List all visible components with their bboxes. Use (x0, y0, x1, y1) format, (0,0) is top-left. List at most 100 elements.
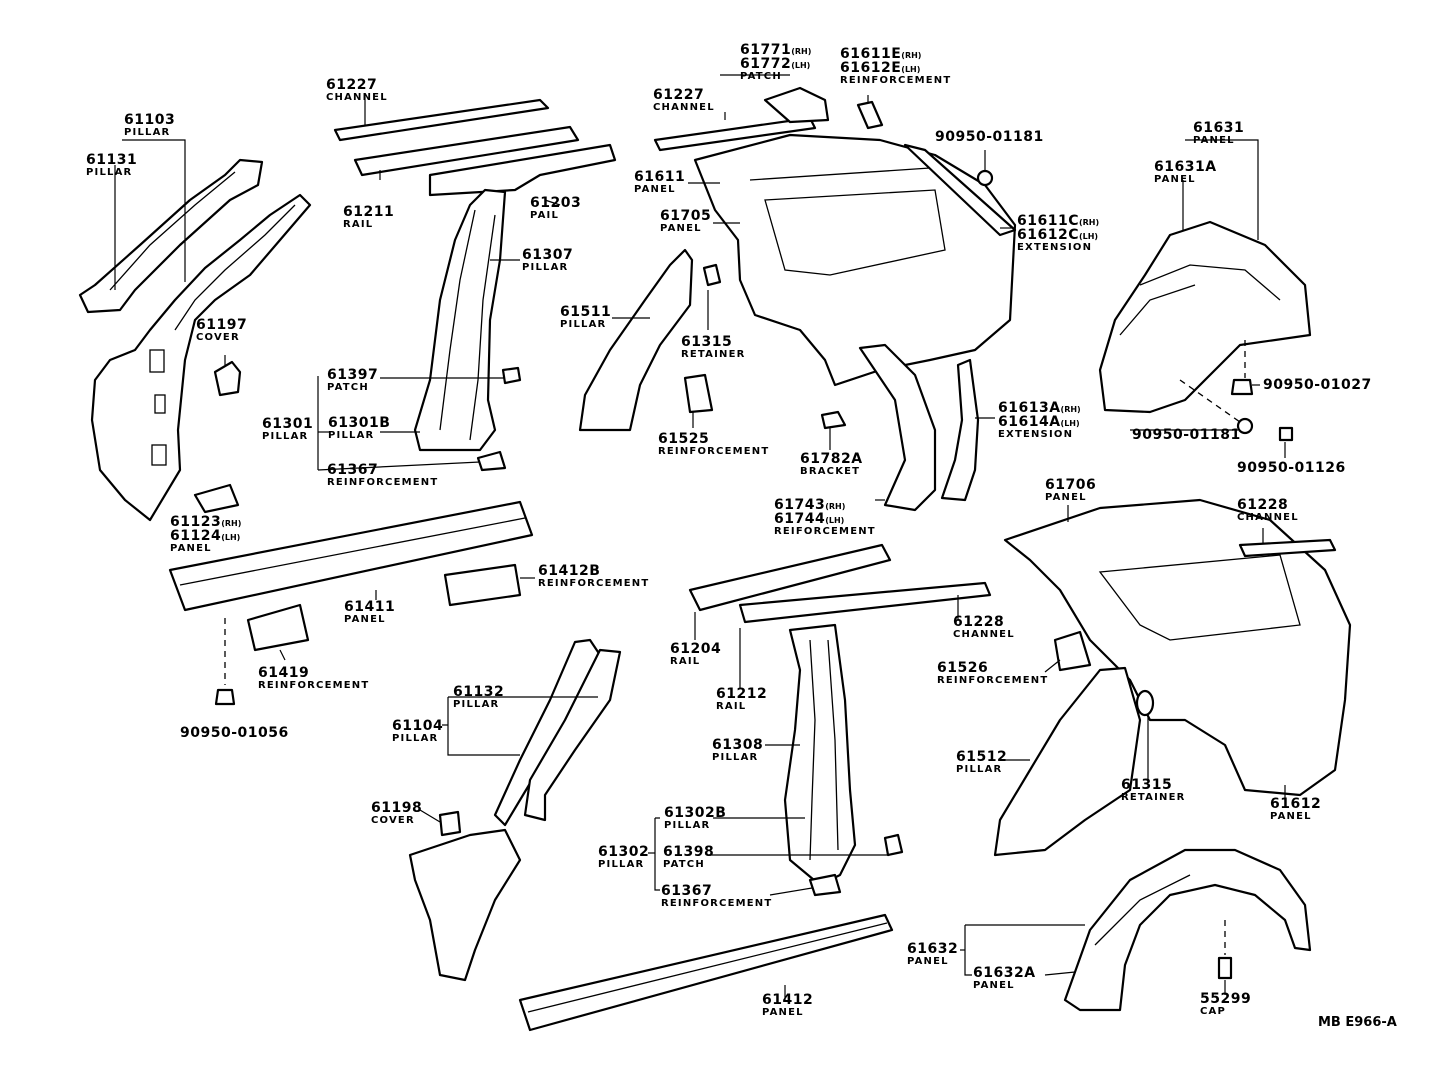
rocker-panel-61412-drawing (518, 913, 894, 1032)
reinforcement-61526-drawing (1053, 630, 1092, 672)
label-61123: 61123(RH)61124(LH)PANEL (170, 514, 242, 554)
figure-reference: MB E966-A (1318, 1015, 1397, 1030)
leader-lines (114, 74, 1286, 1000)
rocker-panel-61411-drawing (168, 500, 534, 612)
patch-61397-drawing (501, 366, 522, 385)
pillar-61301-drawing (413, 188, 507, 452)
pillar-61104-lower-drawing (408, 828, 522, 982)
pillar-61512-drawing (993, 666, 1142, 857)
nut-90950-01027-drawing (1230, 378, 1254, 396)
cover-61197-drawing (213, 360, 242, 397)
outer-quarter-panel-61612-drawing (1003, 498, 1352, 797)
label-61771: 61771(RH)61772(LH)PATCH (740, 42, 812, 82)
wheel-housing-61631-drawing (1098, 220, 1312, 414)
label-90950-01181-b: 90950-01181 (1132, 427, 1241, 443)
reinforcement-61525-drawing (683, 373, 714, 414)
reinforcement-61419-drawing (246, 603, 310, 652)
label-90950-01126: 90950-01126 (1237, 460, 1346, 476)
label-61611E: 61611E(RH)61612E(LH)REINFORCEMENT (840, 46, 952, 86)
reinforcement-61412B-drawing (443, 563, 522, 607)
reinforcement-61367-drawing (476, 450, 507, 472)
pillar-61511-drawing (578, 248, 694, 432)
reinforcement-61743-drawing (858, 343, 937, 512)
channel-61227-drawing (333, 98, 550, 142)
panel-61123-drawing (193, 483, 240, 514)
rail-61203-drawing (428, 143, 617, 197)
label-61611C: 61611C(RH)61612C(LH)EXTENSION (1017, 213, 1100, 253)
label-90950-01181-a: 90950-01181 (935, 129, 1044, 145)
pillar-61131-drawing (78, 158, 264, 314)
patch-61771-drawing (763, 86, 830, 124)
pillar-61302-drawing (783, 623, 857, 887)
reinforcement-61611E-drawing (856, 100, 884, 130)
retainer-61315-drawing (702, 263, 722, 287)
rail-61212-drawing (738, 581, 992, 624)
label-61743: 61743(RH)61744(LH)REIFORCEMENT (774, 497, 876, 537)
channel-61228-drawing (1238, 538, 1337, 558)
rail-61204-drawing (688, 543, 892, 612)
bracket-61782A-drawing (820, 410, 847, 430)
cap-55299-drawing (1217, 956, 1233, 980)
bolt-90950-01126-drawing (1278, 426, 1294, 442)
patch-61398-drawing (883, 833, 904, 857)
extension-61613A-drawing (940, 358, 980, 502)
nut-90950-01056-drawing (214, 688, 236, 706)
pillar-61132-drawing (493, 638, 602, 827)
reinforcement-61367-b-drawing (808, 873, 842, 897)
channel-61227-b-drawing (653, 116, 817, 152)
extension-61611C-drawing (903, 143, 1017, 237)
nut-90950-01181-b-drawing (1236, 417, 1254, 435)
wheel-housing-61632-drawing (1063, 848, 1312, 1012)
label-90950-01056: 90950-01056 (180, 725, 289, 741)
cover-61198-drawing (438, 810, 462, 837)
label-61613A: 61613A(RH)61614A(LH)EXTENSION (998, 400, 1081, 440)
pillar-61103-drawing (90, 193, 312, 522)
nut-90950-01181-drawing (976, 169, 994, 187)
pillar-61104-drawing (523, 648, 622, 822)
label-90950-01027: 90950-01027 (1263, 377, 1372, 393)
rail-61211-drawing (353, 125, 580, 177)
